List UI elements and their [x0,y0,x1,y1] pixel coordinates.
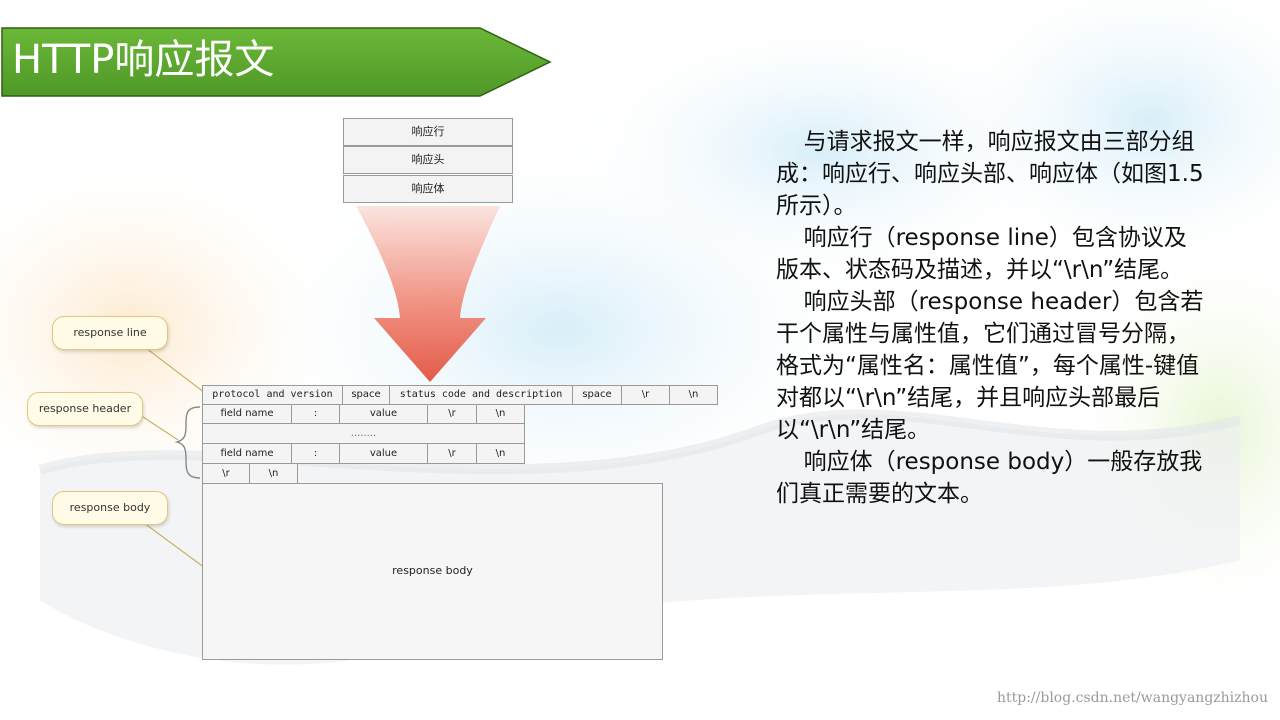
description-paragraph: 响应头部（response header）包含若干个属性与属性值，它们通过冒号分… [776,289,1204,443]
header-value-cell: value [339,443,428,464]
header-colon-cell: : [291,404,340,424]
description-paragraph: 与请求报文一样，响应报文由三部分组成：响应行、响应头部、响应体（如图1.5所示）… [776,129,1204,219]
header-cr-cell: \r [427,404,477,424]
status-cr-cell: \r [621,385,670,405]
callout-response-header: response header [27,392,143,426]
description-paragraph: 响应体（response body）一般存放我们真正需要的文本。 [776,449,1203,507]
header-lf-cell: \n [476,404,525,424]
status-space-cell-2: space [572,385,622,405]
diagram-connectors [139,206,500,569]
page-title: HTTP响应报文 [12,37,275,83]
header-field-name-cell: field name [202,443,292,464]
crlf-lf-cell: \n [249,463,298,484]
status-space-cell: space [342,385,390,405]
status-lf-cell: \n [669,385,718,405]
response-diagram: 响应行 响应头 响应体 protocol and version space s… [27,118,718,660]
response-body-box: response body [202,483,663,660]
title-banner [1,27,552,97]
callout-response-line: response line [52,316,168,350]
header-brace [174,406,201,479]
status-protocol-cell: protocol and version [202,385,343,405]
header-value-cell: value [339,404,428,424]
crlf-cr-cell: \r [202,463,250,484]
stack-response-line: 响应行 [343,118,513,146]
description-paragraph: 响应行（response line）包含协议及版本、状态码及描述，并以“\r\n… [776,225,1187,283]
header-cr-cell: \r [427,443,477,464]
header-colon-cell: : [291,443,340,464]
source-watermark: http://blog.csdn.net/wangyangzhizhou [996,690,1268,706]
description-text: 与请求报文一样，响应报文由三部分组成：响应行、响应头部、响应体（如图1.5所示）… [776,126,1206,510]
stack-response-header: 响应头 [343,146,513,174]
header-ellipsis-row: ........ [202,423,525,444]
header-field-name-cell: field name [202,404,292,424]
down-arrow-icon [356,206,500,382]
callout-response-body: response body [52,491,168,525]
header-lf-cell: \n [476,443,525,464]
stack-response-body: 响应体 [343,175,513,203]
status-code-cell: status code and description [389,385,573,405]
